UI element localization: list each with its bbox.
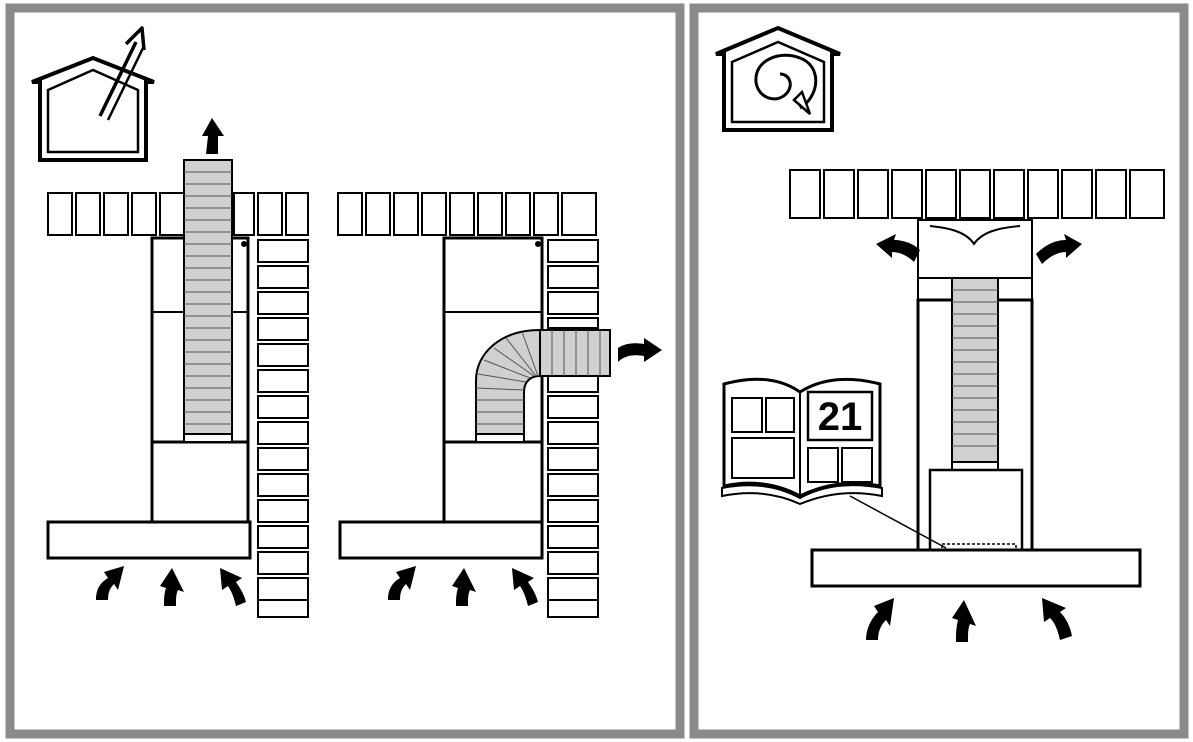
panel-frame-recirculation <box>689 3 1189 739</box>
intake-arrows <box>866 598 1072 642</box>
house-recirculation-spiral-icon <box>715 25 841 132</box>
ceiling-bricks <box>47 192 309 236</box>
exhaust-arrow-icon <box>618 338 662 362</box>
hood-recirculation <box>789 169 1165 642</box>
carbon-filter <box>941 543 1017 553</box>
wall-bricks <box>547 239 599 618</box>
intake-arrows <box>388 566 538 606</box>
hood-elbow-duct <box>337 192 662 618</box>
manual-book-icon: 21 <box>721 377 947 549</box>
manual-page-number: 21 <box>818 395 863 439</box>
recirculation-arrow-icon <box>1036 234 1082 264</box>
recirculation-arrow-icon <box>876 234 920 262</box>
hood-vertical-duct <box>46 118 309 618</box>
house-exhaust-arrow-icon <box>31 26 155 162</box>
panel-frame-extraction <box>5 3 685 739</box>
ceiling-bricks <box>789 169 1165 219</box>
intake-arrows <box>96 566 246 606</box>
wall-bricks <box>257 239 309 618</box>
vertical-duct <box>183 159 233 439</box>
ceiling-bricks <box>337 192 597 236</box>
exhaust-arrow-icon <box>202 118 224 154</box>
vertical-duct <box>951 277 999 465</box>
